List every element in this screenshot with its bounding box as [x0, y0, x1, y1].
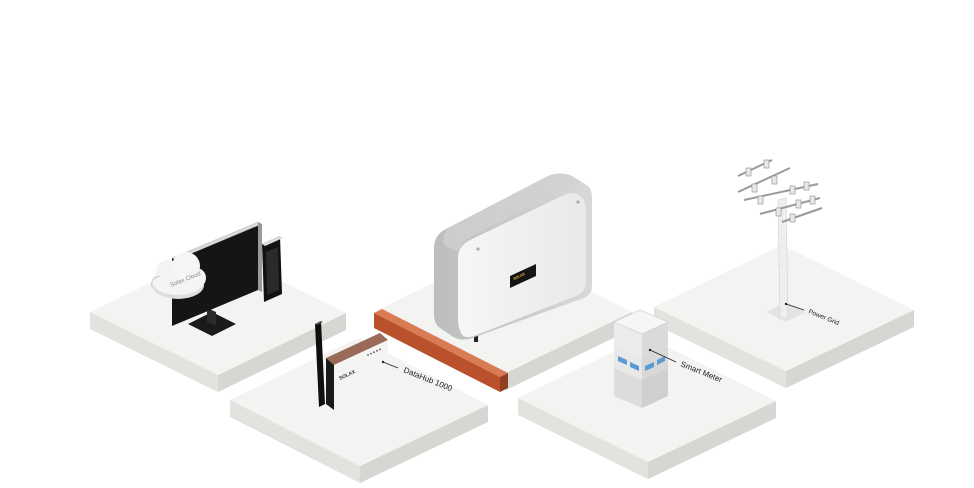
meter-display-1: [618, 356, 627, 365]
cloud-icon: [151, 252, 206, 299]
insulator-icon: [745, 167, 752, 177]
meter-display-4: [657, 356, 665, 365]
meter-display-2: [630, 362, 639, 371]
datahub-front: [334, 340, 388, 410]
cable-connection: [374, 309, 508, 392]
inverter-display: [510, 264, 536, 288]
monitor-screen: [172, 222, 258, 326]
smart-meter-device: Smart Meter: [613, 309, 724, 408]
inverter-brand: SOLAX: [513, 272, 526, 281]
platform-datahub: [230, 338, 488, 483]
antenna: [315, 321, 325, 407]
monitoring-devices: Solax Cloud: [151, 222, 283, 336]
inverter-device: SOLAX: [434, 173, 592, 342]
meter-display-3: [645, 362, 654, 371]
